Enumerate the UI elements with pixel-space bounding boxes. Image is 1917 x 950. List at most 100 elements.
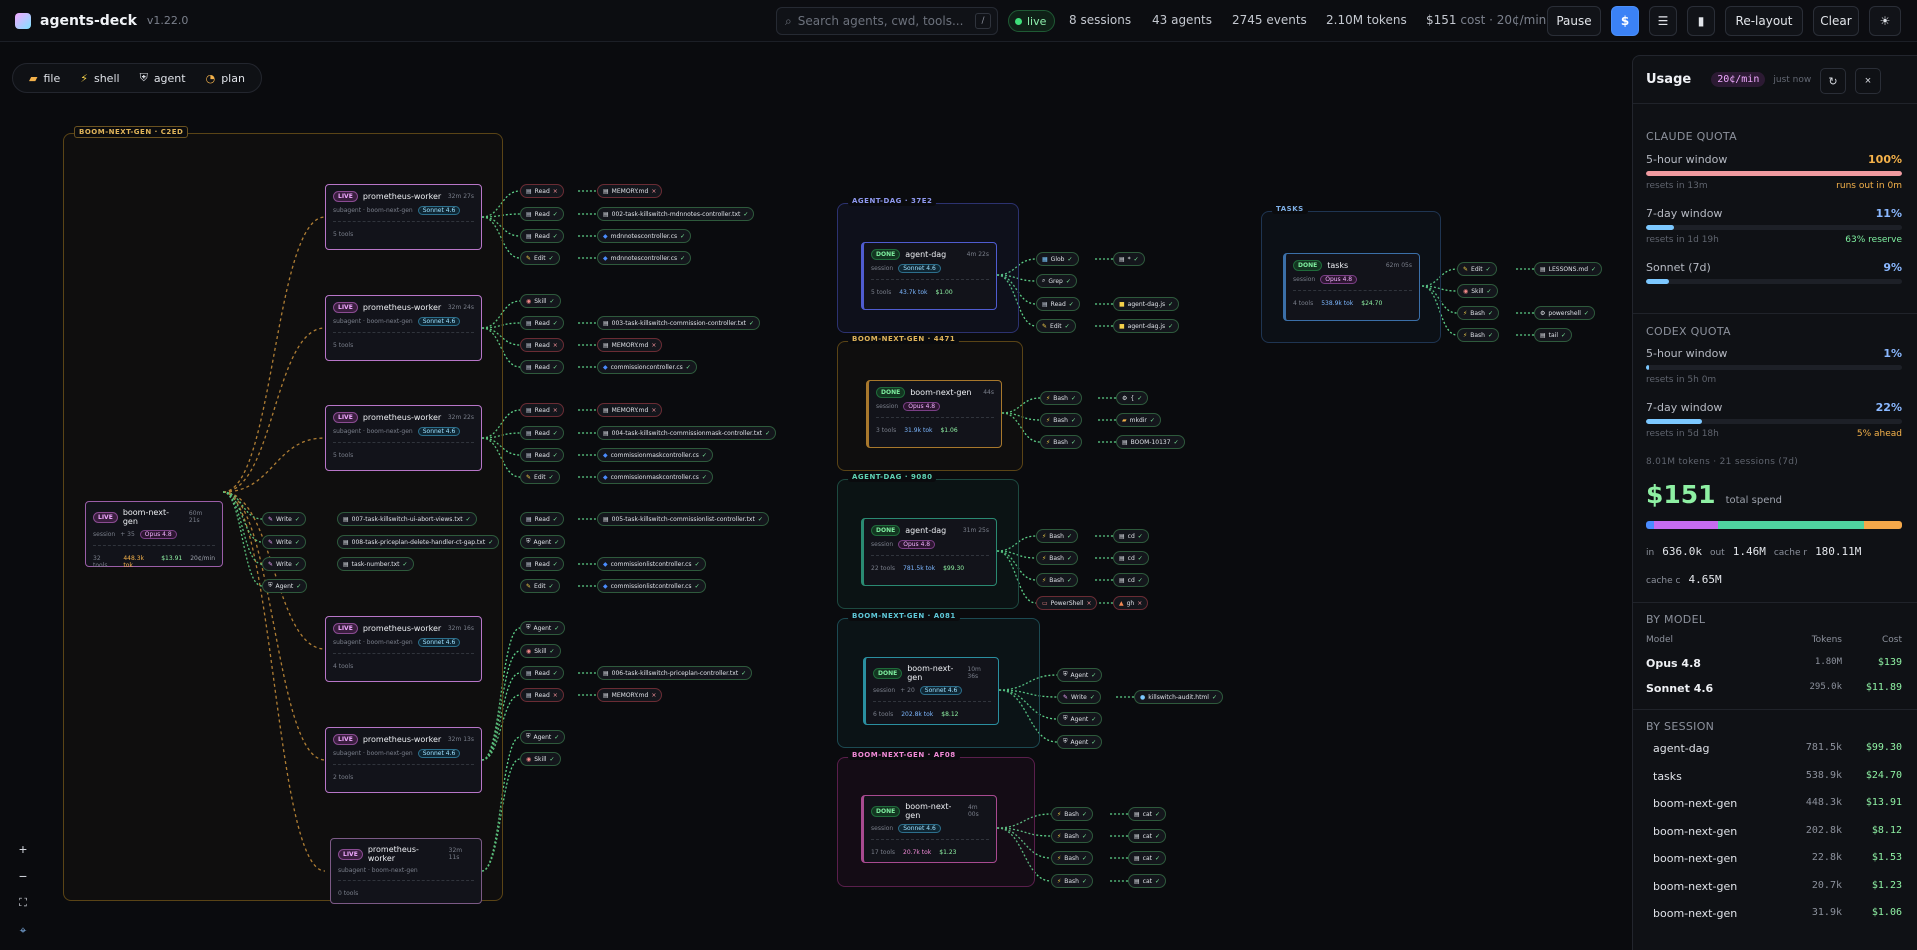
center-view-button[interactable]: ⌖: [12, 919, 34, 941]
tool-pill[interactable]: ▤cd✓: [1113, 551, 1149, 565]
tool-pill[interactable]: ⚡Bash✓: [1051, 829, 1093, 843]
tool-pill[interactable]: ⛨Agent✓: [520, 730, 566, 744]
tool-pill[interactable]: ▤Read×: [520, 338, 564, 352]
tool-pill[interactable]: ◆commissionlistcontroller.cs✓: [597, 579, 706, 593]
tool-pill[interactable]: ✎Edit✓: [520, 579, 560, 593]
filter-shell[interactable]: ⚡shell: [72, 67, 127, 89]
tool-pill[interactable]: ▤cd✓: [1113, 573, 1149, 587]
tool-pill[interactable]: ⚡Bash✓: [1051, 874, 1093, 888]
tool-pill[interactable]: ◆commissionmaskcontroller.cs✓: [597, 448, 713, 462]
filter-plan[interactable]: ◔plan: [198, 67, 253, 89]
tool-pill[interactable]: ▤cat✓: [1128, 829, 1167, 843]
tool-pill[interactable]: ⚡Bash✓: [1051, 807, 1093, 821]
tool-pill[interactable]: ▤Read✓: [520, 557, 564, 571]
tool-pill[interactable]: ▤006-task-killswitch-priceplan-controlle…: [597, 666, 753, 680]
tool-pill[interactable]: ▤task-number.txt✓: [337, 557, 414, 571]
chart-view-button[interactable]: ▮: [1687, 6, 1715, 36]
tool-pill[interactable]: ⚡Bash✓: [1040, 391, 1082, 405]
tool-pill[interactable]: ▤005-task-killswitch-commissionlist-cont…: [597, 512, 769, 526]
agent-graph-canvas[interactable]: BOOM-NEXT-GEN · C2ED AGENT-DAG · 37E2 BO…: [0, 42, 1630, 950]
tool-pill[interactable]: ✎Write✓: [262, 557, 306, 571]
tool-pill[interactable]: ■agent-dag.js✓: [1113, 319, 1180, 333]
filter-agent[interactable]: ⛨agent: [132, 67, 194, 89]
tool-pill[interactable]: ▤tail✓: [1534, 328, 1573, 342]
relayout-button[interactable]: Re-layout: [1725, 6, 1803, 36]
tool-pill[interactable]: ◆mdnnotescontroller.cs✓: [597, 251, 692, 265]
tool-pill[interactable]: ⚡Bash✓: [1036, 573, 1078, 587]
tool-pill[interactable]: ▦Glob✓: [1036, 252, 1079, 266]
list-view-button[interactable]: ☰: [1649, 6, 1677, 36]
tool-pill[interactable]: ▤008-task-priceplan-delete-handler-ct-ga…: [337, 535, 500, 549]
tool-pill[interactable]: ⛨Agent✓: [262, 579, 308, 593]
fit-view-button[interactable]: ⛶: [12, 892, 34, 914]
tool-pill[interactable]: ▤003-task-killswitch-commission-controll…: [597, 316, 761, 330]
tool-pill[interactable]: ●killswitch-audit.html✓: [1134, 690, 1223, 704]
pause-button[interactable]: Pause: [1547, 6, 1601, 36]
tool-pill[interactable]: ✎Edit✓: [1457, 262, 1497, 276]
tool-pill[interactable]: ▤BOOM-10137✓: [1116, 435, 1185, 449]
tool-pill[interactable]: ⚡Bash✓: [1051, 851, 1093, 865]
tool-pill[interactable]: ✎Edit✓: [1036, 319, 1076, 333]
tool-pill[interactable]: ▤Read✓: [520, 207, 564, 221]
tool-pill[interactable]: ▤cat✓: [1128, 851, 1167, 865]
tool-pill[interactable]: ✎Edit✓: [520, 251, 560, 265]
tool-pill[interactable]: ▤Read✓: [1036, 297, 1080, 311]
tool-pill[interactable]: ⚡Bash✓: [1036, 551, 1078, 565]
tool-pill[interactable]: ◉Skill✓: [520, 752, 561, 766]
tool-pill[interactable]: ⚙{✓: [1116, 391, 1149, 405]
tool-pill[interactable]: ✎Write✓: [1057, 690, 1101, 704]
tool-pill[interactable]: ⚡Bash✓: [1457, 306, 1499, 320]
usage-button[interactable]: $: [1611, 6, 1639, 36]
tool-pill[interactable]: ▤Read✓: [520, 512, 564, 526]
zoom-out-button[interactable]: −: [12, 865, 34, 887]
search-input[interactable]: [797, 14, 968, 28]
tool-pill[interactable]: ⌕Grep✓: [1036, 274, 1077, 288]
zoom-in-button[interactable]: +: [12, 838, 34, 860]
tool-pill[interactable]: ◆commissioncontroller.cs✓: [597, 360, 697, 374]
tool-pill[interactable]: ▲gh×: [1113, 596, 1149, 610]
tool-pill[interactable]: ▤Read✓: [520, 666, 564, 680]
tool-pill[interactable]: ▤Read×: [520, 403, 564, 417]
tool-pill[interactable]: ✎Edit✓: [520, 470, 560, 484]
tool-pill[interactable]: ⚡Bash✓: [1457, 328, 1499, 342]
tool-pill[interactable]: ✎Write✓: [262, 512, 306, 526]
tool-pill[interactable]: ⚡Bash✓: [1040, 413, 1082, 427]
tool-pill[interactable]: ▭PowerShell×: [1036, 596, 1098, 610]
tool-pill[interactable]: ▤MEMORY.md×: [597, 403, 663, 417]
tool-pill[interactable]: ▤MEMORY.md×: [597, 688, 663, 702]
tool-pill[interactable]: ▤007-task-killswitch-ui-abort-views.txt✓: [337, 512, 477, 526]
theme-toggle-button[interactable]: ☀: [1869, 6, 1901, 36]
tool-pill[interactable]: ▤Read✓: [520, 229, 564, 243]
close-icon[interactable]: ×: [1855, 68, 1881, 94]
clear-button[interactable]: Clear: [1813, 6, 1859, 36]
tool-pill[interactable]: ▤002-task-killswitch-mdnnotes-controller…: [597, 207, 755, 221]
tool-pill[interactable]: ⛨Agent✓: [1057, 735, 1103, 749]
tool-pill[interactable]: ▤004-task-killswitch-commissionmask-cont…: [597, 426, 777, 440]
tool-pill[interactable]: ▤cat✓: [1128, 874, 1167, 888]
tool-pill[interactable]: ⛨Agent✓: [520, 535, 566, 549]
search-box[interactable]: ⌕ /: [776, 7, 998, 35]
tool-pill[interactable]: ▤cat✓: [1128, 807, 1167, 821]
filter-file[interactable]: ▰file: [21, 67, 68, 89]
tool-pill[interactable]: ◆mdnnotescontroller.cs✓: [597, 229, 692, 243]
tool-pill[interactable]: ▤MEMORY.md×: [597, 338, 663, 352]
tool-pill[interactable]: ▤Read✓: [520, 360, 564, 374]
tool-pill[interactable]: ⛨Agent✓: [520, 621, 566, 635]
tool-pill[interactable]: ⛨Agent✓: [1057, 712, 1103, 726]
tool-pill[interactable]: ▤Read✓: [520, 426, 564, 440]
